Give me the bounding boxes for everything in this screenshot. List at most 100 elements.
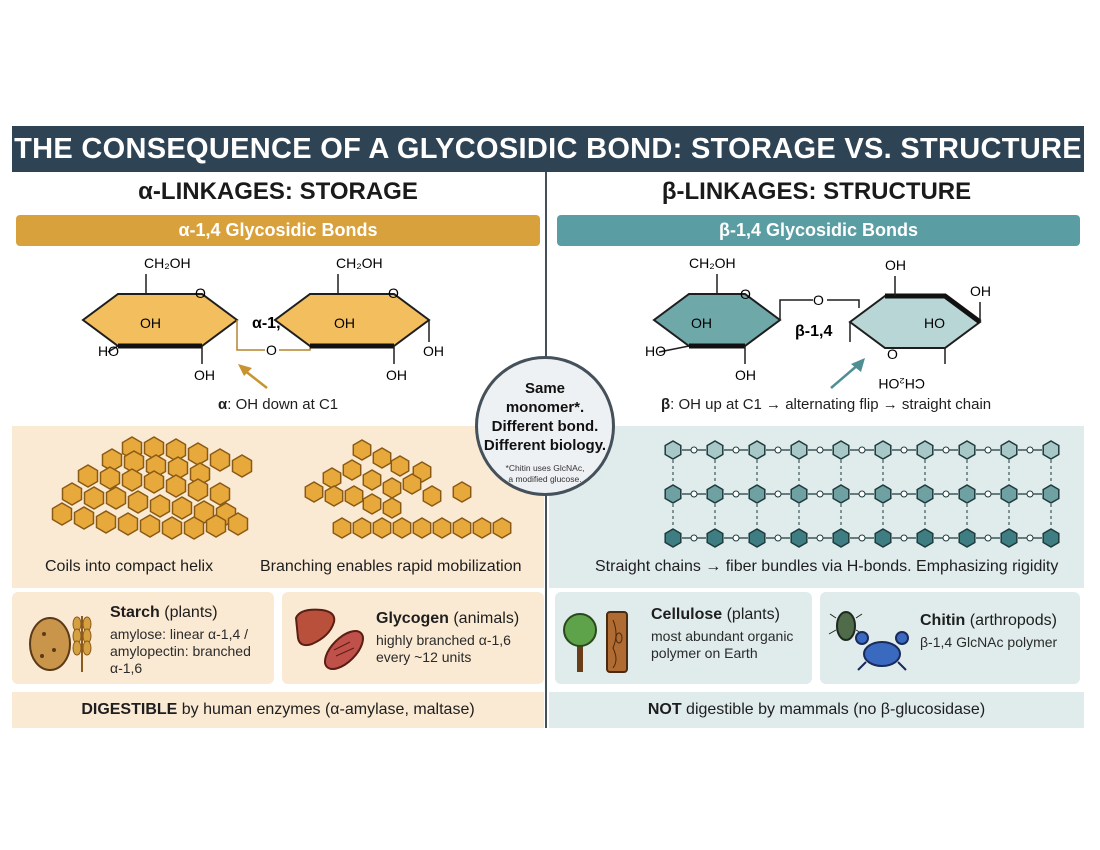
glucose-unit [99,466,121,490]
beta-glucose-ring-2 [848,295,982,349]
tree-wood-icon [563,611,628,673]
glucose-unit [748,440,766,460]
ho-label: HO [98,343,119,359]
glucose-unit [706,440,724,460]
glucose-unit [790,528,808,548]
glucose-unit [790,484,808,504]
ring-oxygen-label: O [887,346,898,362]
fiber-bundle-illustration [664,440,1060,548]
glucose-unit [1000,440,1018,460]
glucose-unit [231,454,253,478]
glucose-unit [105,486,127,510]
glucose-unit [664,440,682,460]
oh-label: OH [140,315,161,331]
summary-line: Different bond. [491,418,599,435]
glucose-unit [121,468,143,492]
bridge-oxygen [690,446,698,454]
glucose-unit [706,528,724,548]
glucose-unit [324,485,344,507]
glucose-unit [1042,528,1060,548]
bridge-oxygen [984,490,992,498]
chitin-desc: β-1,4 GlcNAc polymer [920,634,1058,650]
glucose-unit [344,485,364,507]
glucose-unit [958,528,976,548]
glucose-unit [165,474,187,498]
glucose-unit [73,506,95,530]
bridge-oxygen [816,446,824,454]
glucose-unit [874,528,892,548]
starch-desc: amylose: linear α-1,4 /amylopectin: bran… [110,626,251,676]
glucose-unit [187,442,209,466]
beta-heading: β-LINKAGES: STRUCTURE [661,178,972,205]
footnote-line: *Chitin uses GlcNAc, [505,463,585,473]
potato-wheat-icon [29,616,92,672]
glucose-unit [402,473,422,495]
bridge-oxygen [1026,490,1034,498]
glucose-unit [117,512,139,536]
summary-line: Different biology. [483,437,607,454]
beta-linkage-label: β-1,4 [795,323,832,340]
oh-label: OH [423,343,444,359]
cellulose-title: Cellulose (plants) [651,606,780,623]
glucose-unit [748,528,766,548]
cellulose-card: Cellulose (plants) most abundant organic… [555,592,812,684]
glucose-unit [372,447,392,469]
glycosidic-oxygen-label: O [266,342,277,358]
bridge-oxygen [732,534,740,542]
helix-illustration [51,436,253,540]
ring-oxygen-label: O [740,286,751,302]
glucose-unit [422,485,442,507]
glucose-unit [1000,484,1018,504]
glucose-unit [362,493,382,515]
glucose-unit [390,455,410,477]
glucose-unit [382,477,402,499]
oh-label: OH [386,367,407,383]
oh-label: OH [691,315,712,331]
bridge-oxygen [858,490,866,498]
oh-label: OH [970,283,991,299]
glucose-unit [95,510,117,534]
fiber-caption: Straight chains → fiber bundles via H-bo… [595,558,1059,575]
bridge-oxygen [774,490,782,498]
bridge-oxygen [774,534,782,542]
glucose-unit [83,486,105,510]
glucose-unit [227,512,249,536]
glucose-unit [492,517,512,539]
bridge-oxygen [984,446,992,454]
ch2oh-label: CH₂OH [689,255,736,271]
glucose-unit [209,448,231,472]
glucose-unit [916,484,934,504]
glucose-unit [472,517,492,539]
glucose-unit [1042,484,1060,504]
bridge-oxygen [690,490,698,498]
alpha-note: α: OH down at C1 [218,396,339,413]
glucose-unit [372,517,392,539]
bridge-oxygen [816,534,824,542]
glycosidic-oxygen-label: O [813,292,824,308]
page-title: THE CONSEQUENCE OF A GLYCOSIDIC BOND: ST… [12,126,1084,172]
oh-label: OH [735,367,756,383]
glucose-unit [832,484,850,504]
bridge-oxygen [900,490,908,498]
bridge-oxygen [732,446,740,454]
glucose-unit [432,517,452,539]
glucose-unit [874,440,892,460]
glucose-unit [143,470,165,494]
glucose-unit [304,481,324,503]
chitin-title: Chitin (arthropods) [920,612,1057,629]
chitin-card: Chitin (arthropods) β-1,4 GlcNAc polymer [820,592,1080,684]
ch2oh-label: CH₂OH [144,255,191,271]
glucose-unit [205,514,227,538]
summary-line: Same [524,380,566,397]
summary-line: monomer*. [505,399,585,416]
bridge-oxygen [942,534,950,542]
alpha-oh-arrow [243,369,268,389]
glucose-unit [1000,528,1018,548]
bridge-oxygen [732,490,740,498]
glucose-unit [352,439,372,461]
glucose-unit [706,484,724,504]
starch-card: Starch (plants) amylose: linear α-1,4 /a… [12,592,274,684]
bridge-oxygen [942,490,950,498]
beta-digestibility: NOT digestible by mammals (no β-glucosid… [549,692,1084,728]
glucose-unit [209,482,231,506]
